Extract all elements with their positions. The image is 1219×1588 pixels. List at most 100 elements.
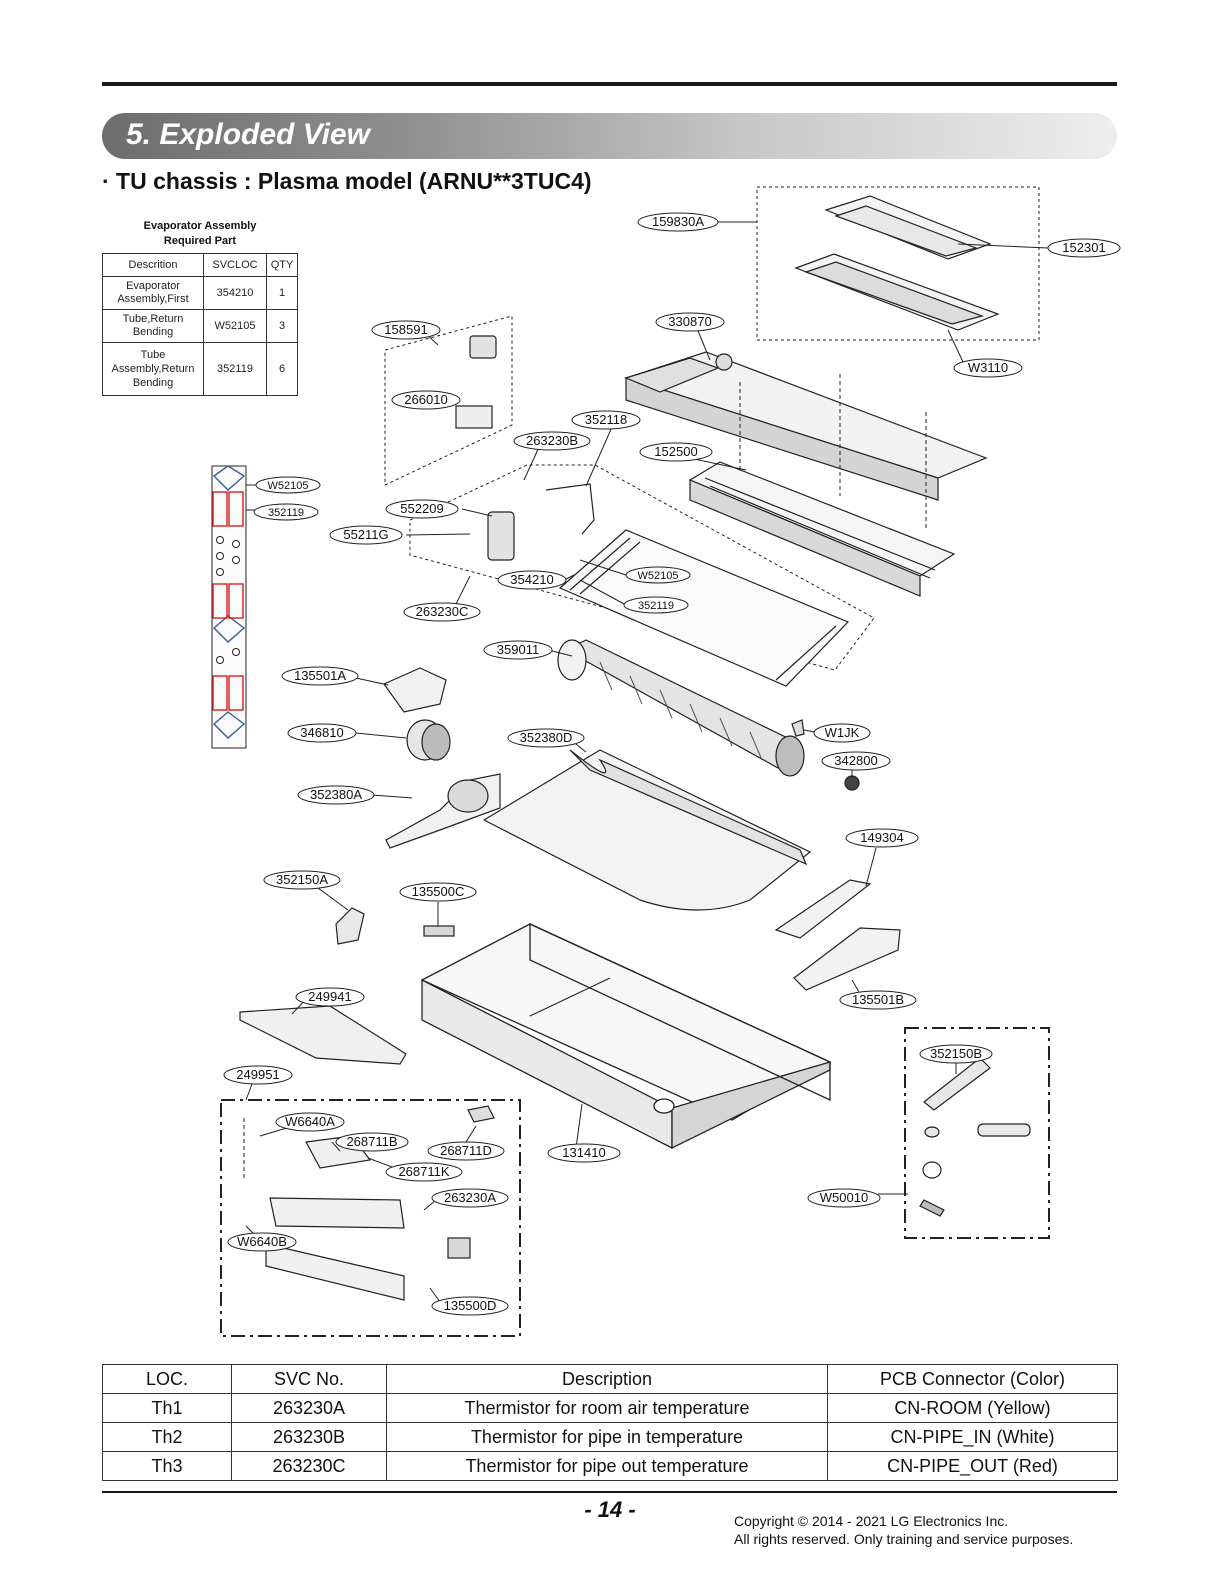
callout-W3110: W3110 (953, 358, 1023, 378)
exploded-view-diagram: 159830A 152301 330870 W3110 158591 26601… (211, 186, 1121, 1337)
svg-text:W3110: W3110 (968, 360, 1008, 375)
hose-bracket (335, 907, 365, 945)
callout-266010: 266010 (391, 390, 461, 410)
svg-text:342800: 342800 (834, 753, 877, 768)
table-cell: CN-ROOM (Yellow) (827, 1393, 1118, 1423)
svg-text:352118: 352118 (585, 412, 627, 427)
table-cell: Thermistor for room air temperature (386, 1393, 828, 1423)
table-cell: 263230C (231, 1451, 387, 1481)
callout-249951: 249951 (223, 1065, 293, 1085)
svg-text:263230A: 263230A (444, 1190, 496, 1205)
evaporator-table-title-line2: Required Part (163, 235, 237, 247)
callout-55211G: 55211G (329, 525, 403, 545)
callout-W1JK: W1JK (813, 723, 871, 743)
svg-text:W52105: W52105 (638, 570, 679, 582)
thermistor-table: LOC. SVC No. Description PCB Connector (… (102, 1364, 1118, 1481)
callout-152500: 152500 (639, 442, 713, 462)
svg-text:352150A: 352150A (276, 872, 328, 887)
table-cell: 352119 (203, 342, 267, 396)
svg-text:135500C: 135500C (412, 884, 465, 899)
cell-line: Bending (132, 326, 174, 338)
cross-flow-fan (557, 639, 805, 777)
callout-352118: 352118 (571, 410, 641, 430)
top-cover (624, 351, 988, 501)
callout-W52105-strip: W52105 (255, 476, 321, 494)
table-cell: CN-PIPE_IN (White) (827, 1422, 1118, 1452)
filter-assembly (794, 195, 1000, 331)
callout-149304: 149304 (845, 828, 919, 848)
table-header-row: LOC. SVC No. Description PCB Connector (… (102, 1364, 1118, 1394)
valve-assembly (455, 335, 595, 561)
column-header: SVC No. (231, 1364, 387, 1394)
svg-text:152301: 152301 (1062, 240, 1105, 255)
callout-352150A: 352150A (263, 870, 341, 890)
svg-text:263230B: 263230B (526, 433, 578, 448)
page-subtitle: · TU chassis : Plasma model (ARNU**3TUC4… (102, 168, 592, 194)
callout-135501B: 135501B (839, 990, 917, 1010)
svg-text:W1JK: W1JK (825, 725, 860, 740)
svg-text:159830A: 159830A (652, 214, 704, 229)
callout-labels: 159830A 152301 330870 W3110 158591 26601… (223, 212, 1121, 1316)
section-header-bar: 5. Exploded View (102, 113, 1117, 159)
svg-text:354210: 354210 (510, 572, 553, 587)
callout-352119-strip: 352119 (253, 503, 319, 521)
svg-text:268711D: 268711D (440, 1143, 492, 1158)
svg-text:152500: 152500 (654, 444, 697, 459)
fan-motor (406, 719, 860, 791)
dashed-group-boxes (220, 186, 1050, 1337)
evaporator-parts-table: Descrition SVCLOC QTY Evaporator Assembl… (102, 253, 298, 396)
column-header: LOC. (102, 1364, 232, 1394)
table-cell: W52105 (203, 309, 267, 343)
table-cell: 263230B (231, 1422, 387, 1452)
table-row: Th3 263230C Thermistor for pipe out temp… (102, 1451, 1118, 1481)
svg-text:135500D: 135500D (444, 1298, 497, 1313)
svg-text:268711K: 268711K (398, 1164, 449, 1179)
svg-text:W50010: W50010 (820, 1190, 868, 1205)
table-cell: 3 (266, 309, 298, 343)
callout-352150B: 352150B (919, 1044, 993, 1064)
callout-131410: 131410 (547, 1143, 621, 1163)
svg-text:346810: 346810 (300, 725, 343, 740)
svg-text:131410: 131410 (562, 1145, 605, 1160)
table-cell: Tube,Return Bending (102, 309, 204, 343)
svg-text:268711B: 268711B (346, 1134, 397, 1149)
svg-text:352380A: 352380A (310, 787, 362, 802)
svg-text:266010: 266010 (404, 392, 447, 407)
callout-152301: 152301 (1047, 238, 1121, 258)
callout-W6640B: W6640B (227, 1232, 297, 1252)
main-chassis (420, 922, 832, 1150)
callout-135500D: 135500D (431, 1296, 509, 1316)
rights-line: All rights reserved. Only training and s… (734, 1531, 1074, 1547)
svg-text:149304: 149304 (860, 830, 903, 845)
drain-pan (688, 461, 956, 597)
svg-text:352150B: 352150B (930, 1046, 982, 1061)
column-header: SVCLOC (203, 253, 267, 277)
callout-268711B: 268711B (335, 1132, 409, 1152)
table-cell: CN-PIPE_OUT (Red) (827, 1451, 1118, 1481)
table-cell: 6 (266, 342, 298, 396)
callout-263230C: 263230C (403, 602, 481, 622)
svg-text:135501B: 135501B (852, 992, 904, 1007)
table-cell: Tube Assembly,Return Bending (102, 342, 204, 396)
callout-135501A: 135501A (281, 666, 359, 686)
table-row: Tube,Return Bending W52105 3 (102, 309, 298, 343)
callout-263230B: 263230B (513, 431, 591, 451)
svg-text:W52105: W52105 (268, 480, 309, 492)
top-rule (102, 82, 1117, 86)
svg-text:158591: 158591 (384, 322, 427, 337)
svg-text:359011: 359011 (497, 642, 539, 657)
svg-text:352119: 352119 (268, 507, 304, 519)
cell-line: Assembly,Return (111, 363, 195, 375)
svg-text:W6640A: W6640A (285, 1114, 335, 1129)
callout-352119-coil: 352119 (623, 596, 689, 614)
svg-text:263230C: 263230C (416, 604, 469, 619)
drain-hose-kit (919, 1057, 1031, 1217)
column-header: PCB Connector (Color) (827, 1364, 1118, 1394)
cell-line: Tube (140, 349, 166, 361)
callout-268711D: 268711D (427, 1141, 505, 1161)
table-cell: Thermistor for pipe in temperature (386, 1422, 828, 1452)
column-header: QTY (266, 253, 298, 277)
svg-text:552209: 552209 (400, 501, 443, 516)
callout-354210: 354210 (497, 570, 567, 590)
svg-text:249951: 249951 (236, 1067, 279, 1082)
